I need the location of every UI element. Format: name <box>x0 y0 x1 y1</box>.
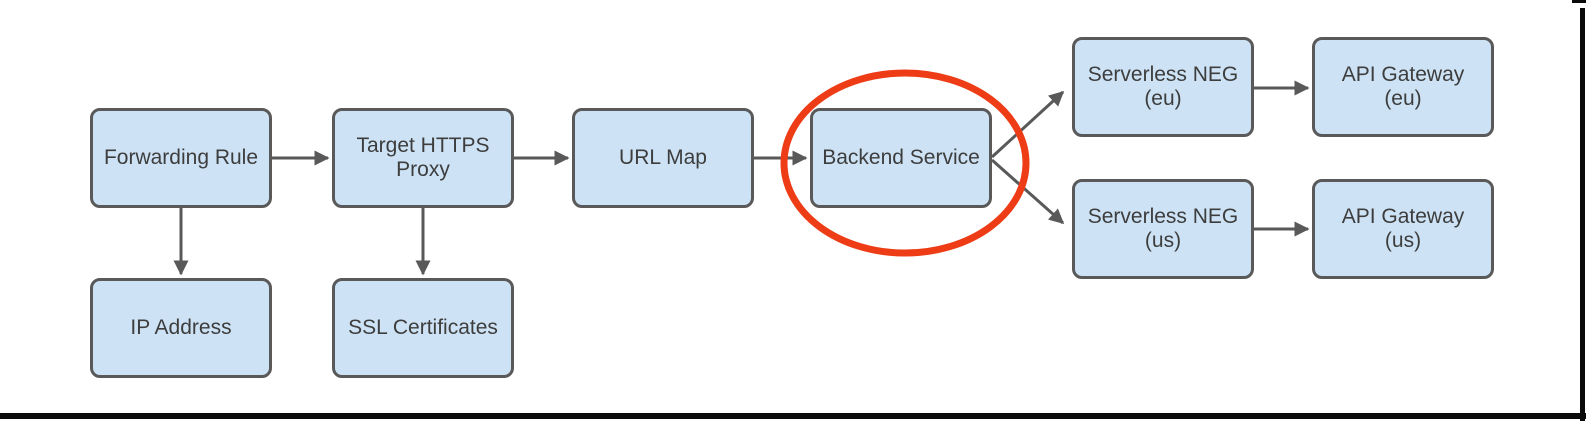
node-label: Proxy <box>396 158 450 181</box>
node-label: (eu) <box>1144 87 1182 110</box>
node-label: SSL Certificates <box>348 316 498 339</box>
node-target-https-proxy: Target HTTPS Proxy <box>332 108 514 208</box>
node-ssl-certificates: SSL Certificates <box>332 278 514 378</box>
highlight-ellipse <box>780 69 1030 257</box>
node-label: Target HTTPS <box>356 134 490 157</box>
node-backend-service: Backend Service <box>810 108 992 208</box>
node-api-gateway-eu: API Gateway (eu) <box>1312 37 1494 137</box>
edge-backend-service-to-serverless-neg-us <box>991 158 1065 225</box>
frame-bottom-border <box>0 413 1586 419</box>
node-label: Forwarding Rule <box>103 146 259 169</box>
node-label: API Gateway <box>1341 205 1465 228</box>
node-forwarding-rule: Forwarding Rule <box>90 108 272 208</box>
node-serverless-neg-us: Serverless NEG (us) <box>1072 179 1254 279</box>
node-label: API Gateway <box>1341 63 1465 86</box>
node-url-map: URL Map <box>572 108 754 208</box>
edge-backend-service-to-serverless-neg-eu <box>990 90 1065 159</box>
node-label: (eu) <box>1384 87 1422 110</box>
node-label: (us) <box>1384 229 1422 252</box>
node-label: Serverless NEG <box>1087 205 1239 228</box>
node-label: Backend Service <box>822 146 980 169</box>
node-label: Serverless NEG <box>1087 63 1239 86</box>
node-label: (us) <box>1144 229 1182 252</box>
node-serverless-neg-eu: Serverless NEG (eu) <box>1072 37 1254 137</box>
node-ip-address: IP Address <box>90 278 272 378</box>
node-api-gateway-us: API Gateway (us) <box>1312 179 1494 279</box>
frame-right-border <box>1580 8 1585 421</box>
node-label: IP Address <box>130 316 232 339</box>
frame-top-right-corner <box>1572 0 1586 3</box>
node-label: URL Map <box>619 146 707 169</box>
